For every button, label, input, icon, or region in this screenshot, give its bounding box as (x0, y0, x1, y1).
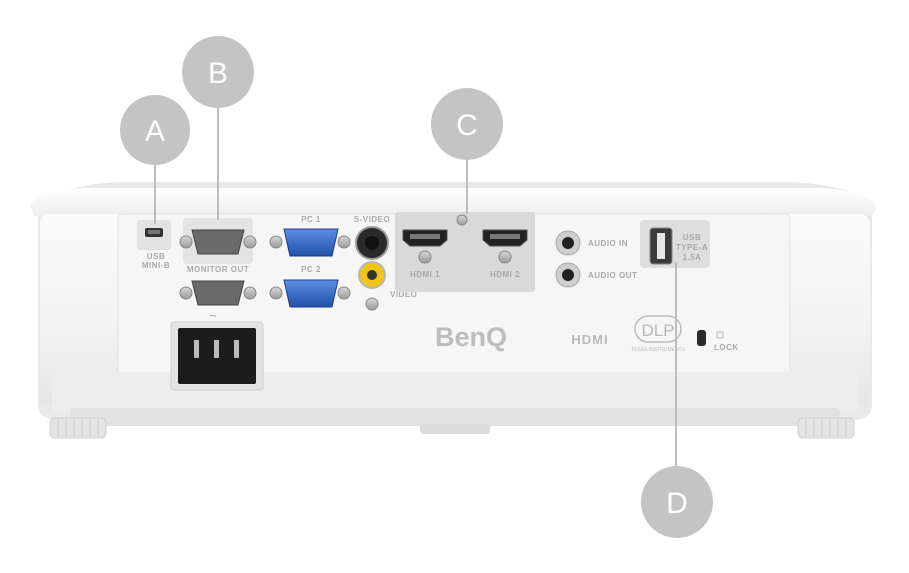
usb-type-a-label-2: TYPE-A (676, 243, 708, 252)
callout-b: B (182, 36, 254, 108)
callout-c: C (431, 88, 503, 160)
audio-in-label: AUDIO IN (588, 239, 628, 248)
callout-d-letter: D (666, 487, 688, 520)
usb-mini-b-port: USB MINI-B (137, 220, 171, 270)
callout-a: A (120, 95, 190, 165)
audio-in-port: AUDIO IN (555, 230, 628, 256)
composite-video-port: VIDEO (358, 261, 417, 311)
s-video-label: S-VIDEO (354, 215, 390, 224)
dlp-logo: DLP TEXAS INSTRUMENTS (631, 315, 686, 353)
left-foot (49, 417, 107, 439)
pc1-label: PC 1 (301, 215, 321, 224)
hdmi-logo: HDMI (571, 332, 608, 347)
audio-out-label: AUDIO OUT (588, 271, 637, 280)
hdmi-ports-block: HDMI 1 HDMI 2 (395, 212, 535, 292)
hdmi1-label: HDMI 1 (410, 270, 440, 279)
dlp-logo-text: DLP (641, 321, 674, 340)
ac-power-inlet (170, 321, 264, 391)
benq-logo: BenQ (435, 322, 507, 352)
callout-c-letter: C (456, 109, 478, 142)
kensington-lock-slot: LOCK (697, 330, 739, 352)
monitor-out-port: MONITOR OUT (179, 218, 257, 274)
callout-a-letter: A (145, 115, 165, 148)
callout-b-letter: B (208, 57, 228, 90)
callout-d: D (641, 466, 713, 538)
pc1-vga-port: PC 1 (269, 215, 351, 257)
monitor-out-label: MONITOR OUT (187, 265, 249, 274)
usb-type-a-label-3: 1.5A (683, 253, 702, 262)
video-label: VIDEO (390, 290, 417, 299)
right-foot (797, 417, 855, 439)
hdmi2-label: HDMI 2 (490, 270, 520, 279)
power-symbol: ~ (209, 309, 216, 323)
usb-type-a-label-1: USB (683, 233, 701, 242)
monitor-in-port: ~ (179, 280, 257, 323)
callout-lines (154, 106, 677, 468)
pc2-label: PC 2 (301, 265, 321, 274)
lock-label: LOCK (714, 343, 739, 352)
s-video-port: S-VIDEO (354, 215, 390, 260)
pc2-vga-port: PC 2 (269, 265, 351, 308)
audio-out-port: AUDIO OUT (555, 262, 637, 288)
usb-mini-b-label-1: USB (147, 252, 165, 261)
usb-type-a-port: USB TYPE-A 1.5A (640, 220, 710, 268)
dlp-logo-subtext: TEXAS INSTRUMENTS (631, 347, 686, 353)
usb-mini-b-label-2: MINI-B (142, 261, 170, 270)
